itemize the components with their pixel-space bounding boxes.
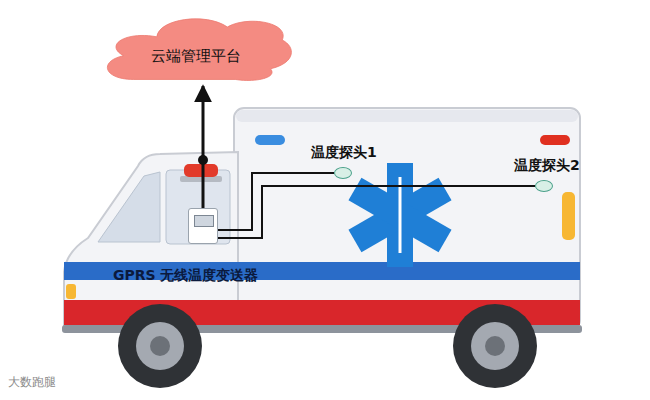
rear-wheel <box>453 304 537 388</box>
star-of-life <box>348 163 451 267</box>
ambulance-body <box>234 108 580 330</box>
roof-light <box>184 164 218 177</box>
probe-wire <box>218 186 535 238</box>
device-label: GPRS 无线温度变送器 <box>113 267 259 285</box>
probe-label: 温度探头2 <box>514 157 580 175</box>
cloud-platform: 云端管理平台 <box>98 4 294 86</box>
headlight <box>66 284 76 299</box>
cloud-shape <box>98 4 294 86</box>
probe-label: 温度探头1 <box>311 144 377 162</box>
transmitter-device: GPRS 无线温度变送器 <box>188 208 218 244</box>
platform-label: 云端管理平台 <box>151 47 241 66</box>
roof-band <box>236 110 578 122</box>
signal-dot <box>198 155 208 165</box>
windshield <box>98 172 160 242</box>
blue-light <box>255 135 285 145</box>
temperature-probe: 温度探头2 <box>535 180 553 192</box>
front-wheel <box>118 304 202 388</box>
side-window <box>166 170 230 244</box>
temperature-probe: 温度探头1 <box>334 167 352 179</box>
device-screen <box>194 215 214 227</box>
upload-arrow <box>202 86 205 208</box>
red-light <box>540 135 570 145</box>
side-light <box>562 192 575 240</box>
watermark: 大数跑腿 <box>8 374 56 391</box>
probe-wire <box>218 173 334 230</box>
